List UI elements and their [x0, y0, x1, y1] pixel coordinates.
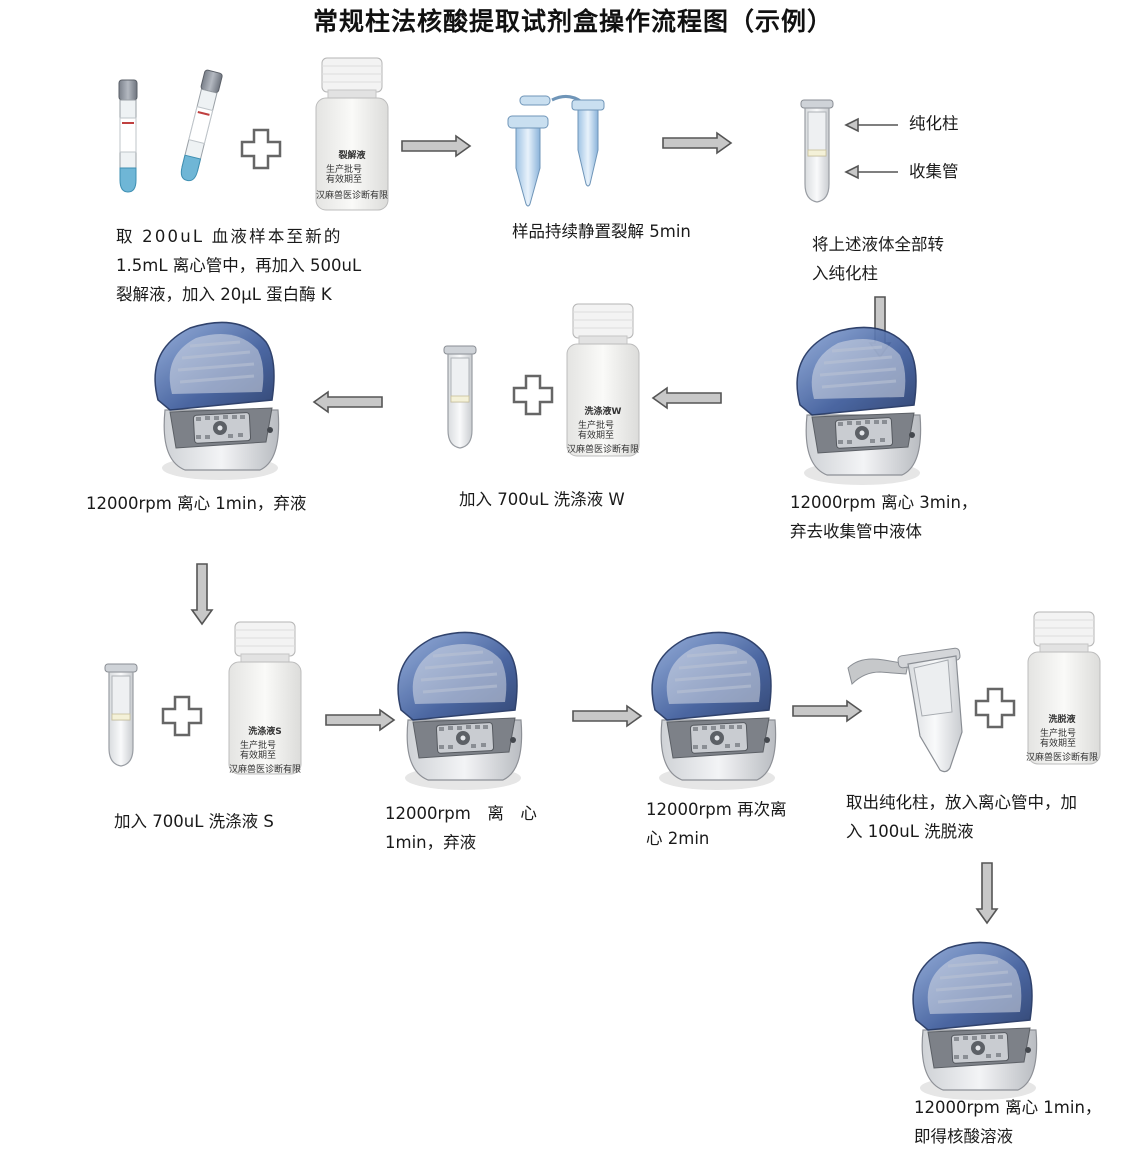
step-7-caption: 加入 700uL 洗涤液 S [114, 812, 274, 831]
arrow-right-icon [572, 705, 642, 727]
svg-text:汉麻兽医诊断有限: 汉麻兽医诊断有限 [1026, 751, 1098, 763]
svg-text:生产批号: 生产批号 [240, 739, 276, 751]
step-9-caption: 12000rpm 再次离 心 2min [646, 800, 787, 848]
arrow-right-icon [662, 132, 732, 154]
bottle-name: 裂解液 [337, 149, 366, 161]
svg-text:洗涤液W: 洗涤液W [585, 405, 622, 417]
svg-text:生产批号: 生产批号 [1040, 727, 1076, 739]
centrifuge-icon [650, 630, 778, 792]
arrow-right-icon [401, 135, 471, 157]
svg-text:有效期至: 有效期至 [240, 749, 276, 761]
step-1-caption: 取 200uL 血液样本至新的 1.5mL 离心管中，再加入 500uL 裂解液… [116, 227, 362, 304]
arrow-left-icon [652, 387, 722, 409]
column-icon [443, 345, 477, 449]
step-10-caption: 取出纯化柱，放入离心管中，加 入 100uL 洗脱液 [846, 793, 1077, 841]
plus-icon [512, 374, 554, 416]
arrow-left-icon [844, 117, 898, 180]
step-11-caption: 12000rpm 离心 1min， 即得核酸溶液 [914, 1098, 1102, 1146]
svg-text:汉麻兽医诊断有限: 汉麻兽医诊断有限 [316, 189, 388, 201]
wash-w-bottle: 洗涤液W 生产批号 有效期至 汉麻兽医诊断有限 [566, 303, 640, 457]
step-5-caption: 加入 700uL 洗涤液 W [459, 490, 625, 509]
step-3-caption: 将上述液体全部转 入纯化柱 [812, 235, 944, 283]
step-6-caption: 12000rpm 离心 1min，弃液 [86, 494, 307, 513]
centrifuge-icon [153, 320, 281, 482]
svg-text:有效期至: 有效期至 [578, 429, 614, 441]
wash-s-bottle: 洗涤液S 生产批号 有效期至 汉麻兽医诊断有限 [228, 621, 302, 775]
svg-text:洗涤液S: 洗涤液S [248, 725, 281, 737]
centrifuge-icon [396, 630, 524, 792]
collection-tube-label: 收集管 [909, 162, 959, 181]
svg-text:有效期至: 有效期至 [1040, 737, 1076, 749]
svg-text:汉麻兽医诊断有限: 汉麻兽医诊断有限 [567, 443, 639, 455]
centrifuge-icon [911, 940, 1039, 1102]
column-in-tube-icon [847, 647, 963, 773]
centrifuge-icon [795, 325, 923, 487]
arrow-down-icon [191, 563, 213, 625]
svg-text:有效期至: 有效期至 [326, 173, 362, 185]
plus-icon [240, 128, 282, 170]
svg-text:洗脱液: 洗脱液 [1048, 713, 1076, 725]
eppendorf-tubes-icon [507, 95, 605, 207]
step-4-caption: 12000rpm 离心 3min， 弃去收集管中液体 [790, 493, 978, 541]
svg-text:生产批号: 生产批号 [578, 419, 614, 431]
plus-icon [161, 695, 203, 737]
page-title: 常规柱法核酸提取试剂盒操作流程图（示例） [312, 7, 833, 36]
blood-tube-icon [177, 69, 224, 184]
arrow-right-icon [325, 709, 395, 731]
svg-text:生产批号: 生产批号 [326, 163, 362, 175]
column-label: 纯化柱 [909, 114, 959, 133]
plus-icon [974, 687, 1016, 729]
lysis-bottle: 裂解液 生产批号 有效期至 汉麻兽医诊断有限 [315, 57, 389, 211]
blood-tube-icon [118, 79, 138, 193]
arrow-right-icon [792, 700, 862, 722]
column-collection-tube-icon [800, 99, 834, 203]
arrow-left-icon [313, 391, 383, 413]
column-icon [104, 663, 138, 767]
step-2-caption: 样品持续静置裂解 5min [512, 222, 691, 241]
elution-bottle: 洗脱液 生产批号 有效期至 汉麻兽医诊断有限 [1026, 611, 1101, 765]
step-8-caption: 12000rpm 离 心 1min，弃液 [385, 804, 537, 852]
arrow-down-icon [976, 862, 998, 924]
svg-text:汉麻兽医诊断有限: 汉麻兽医诊断有限 [229, 763, 301, 775]
